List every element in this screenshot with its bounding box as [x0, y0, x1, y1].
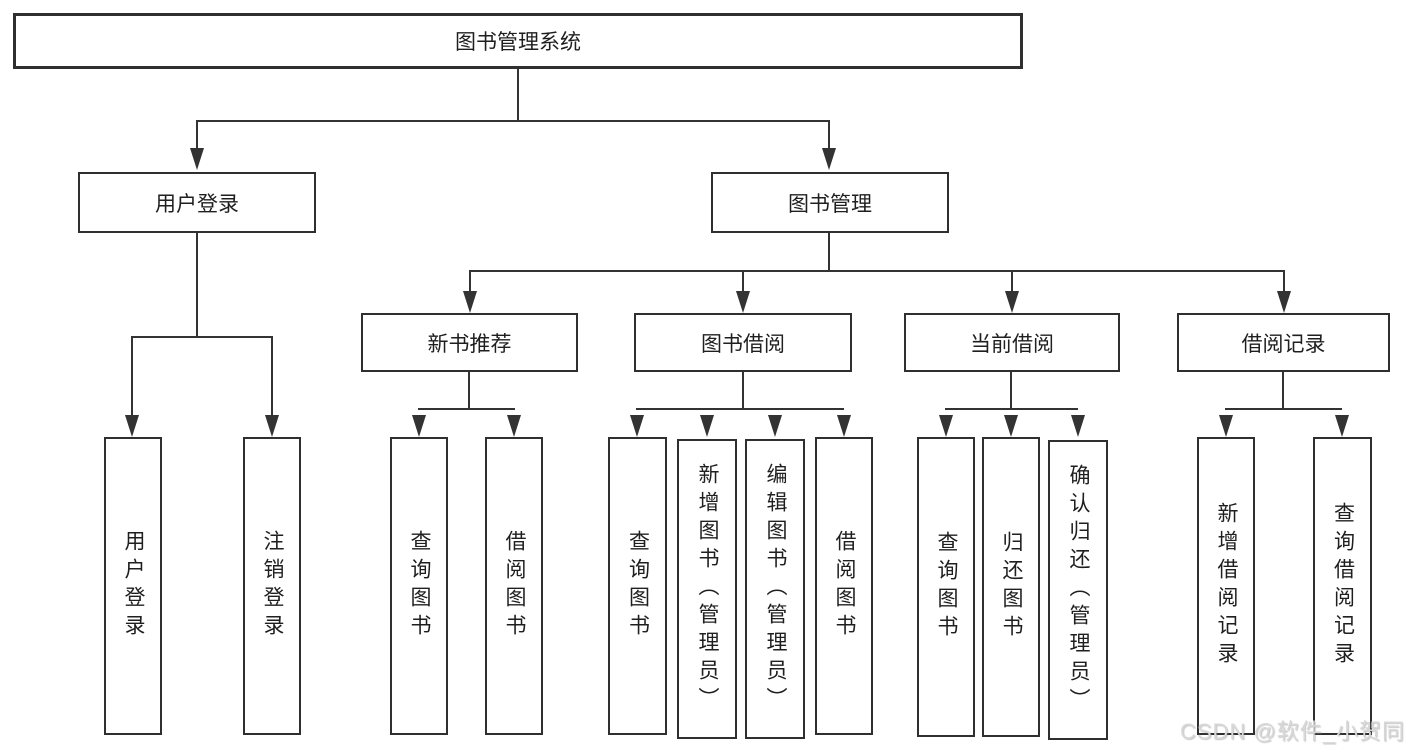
connector-root-stub — [517, 69, 519, 121]
leaf-borrow-borrow-books: 借阅图书 — [815, 437, 873, 735]
connector-borrow-rail — [636, 408, 844, 410]
leaf-recommend-query-books-label: 查询图书 — [408, 530, 431, 642]
arrowhead-login-leaf1 — [125, 415, 139, 437]
connector-stem-user-login — [196, 120, 198, 150]
leaf-add-borrow-record: 新增借阅记录 — [1197, 437, 1255, 735]
node-borrow-records: 借阅记录 — [1177, 313, 1390, 372]
arrowhead-book-management — [822, 148, 836, 170]
leaf-recommend-query-books: 查询图书 — [390, 437, 448, 735]
arrowhead-borrow-records — [1277, 291, 1291, 313]
leaf-user-login: 用户登录 — [104, 437, 162, 735]
arrowhead-borrow-leaf2 — [700, 415, 714, 437]
leaf-recommend-borrow-books-label: 借阅图书 — [503, 530, 526, 642]
connector-stem-new-book — [469, 270, 471, 292]
arrowhead-records-leaf2 — [1335, 415, 1349, 437]
leaf-borrow-query-books: 查询图书 — [608, 437, 667, 735]
node-new-book-recommend-label: 新书推荐 — [427, 332, 512, 356]
node-book-management: 图书管理 — [711, 172, 949, 233]
connector-current-stub — [1010, 372, 1012, 409]
connector-current-rail — [945, 408, 1078, 410]
node-book-borrow-label: 图书借阅 — [701, 332, 785, 356]
connector-stem-book-borrow — [742, 270, 744, 292]
connector-recommend-stub — [468, 372, 470, 409]
connector-stem-login-leaf2 — [271, 336, 273, 416]
leaf-borrow-query-books-label: 查询图书 — [626, 530, 650, 642]
arrowhead-current-leaf3 — [1071, 415, 1085, 437]
arrowhead-login-leaf2 — [265, 415, 279, 437]
leaf-borrow-borrow-books-label: 借阅图书 — [833, 530, 856, 642]
connector-borrow-stub — [742, 372, 744, 409]
node-borrow-records-label: 借阅记录 — [1241, 332, 1326, 356]
arrowhead-book-borrow — [736, 291, 750, 313]
watermark-text: CSDN @软件_小贺同学 — [1180, 719, 1405, 744]
arrowhead-records-leaf1 — [1219, 415, 1233, 437]
leaf-add-book-admin: 新增图书（管理员） — [677, 439, 737, 739]
leaf-edit-book-admin: 编辑图书（管理员） — [745, 439, 805, 739]
leaf-confirm-return-admin: 确认归还（管理员） — [1048, 440, 1108, 740]
leaf-current-query-books: 查询图书 — [917, 437, 975, 737]
arrowhead-user-login — [190, 148, 204, 170]
connector-stem-borrow-records — [1283, 270, 1285, 292]
node-root: 图书管理系统 — [13, 13, 1023, 69]
connector-records-stub — [1282, 372, 1284, 409]
connector-login-rail — [131, 336, 273, 338]
connector-login-stub — [196, 233, 198, 337]
arrowhead-borrow-leaf1 — [630, 415, 644, 437]
arrowhead-borrow-leaf3 — [768, 415, 782, 437]
leaf-edit-book-admin-label: 编辑图书（管理员） — [764, 463, 787, 715]
leaf-query-borrow-record: 查询借阅记录 — [1313, 437, 1372, 735]
connector-recommend-rail — [418, 408, 515, 410]
node-book-management-label: 图书管理 — [788, 192, 872, 216]
connector-stem-login-leaf1 — [131, 336, 133, 416]
node-root-label: 图书管理系统 — [455, 31, 581, 54]
connector-level3-rail — [469, 270, 1285, 272]
leaf-user-login-label: 用户登录 — [122, 530, 145, 642]
node-book-borrow: 图书借阅 — [634, 313, 852, 372]
leaf-logout: 注销登录 — [243, 437, 301, 735]
arrowhead-recommend-leaf1 — [412, 415, 426, 437]
leaf-logout-label: 注销登录 — [261, 530, 284, 642]
connector-level2-rail — [196, 120, 830, 122]
leaf-add-borrow-record-label: 新增借阅记录 — [1215, 502, 1238, 670]
leaf-return-book: 归还图书 — [982, 437, 1040, 737]
node-new-book-recommend: 新书推荐 — [361, 313, 578, 372]
arrowhead-borrow-leaf4 — [837, 415, 851, 437]
arrowhead-recommend-leaf2 — [507, 415, 521, 437]
node-user-login-label: 用户登录 — [155, 192, 239, 216]
leaf-recommend-borrow-books: 借阅图书 — [485, 437, 543, 735]
arrowhead-current-leaf1 — [939, 415, 953, 437]
connector-mgmt-stub — [828, 233, 830, 271]
connector-stem-book-management — [828, 120, 830, 150]
leaf-add-book-admin-label: 新增图书（管理员） — [696, 463, 719, 715]
arrowhead-current-leaf2 — [1004, 415, 1018, 437]
node-current-borrow: 当前借阅 — [904, 313, 1120, 372]
arrowhead-new-book — [463, 291, 477, 313]
node-current-borrow-label: 当前借阅 — [970, 332, 1054, 356]
arrowhead-current-borrow — [1005, 291, 1019, 313]
node-user-login: 用户登录 — [78, 172, 316, 233]
connector-stem-current-borrow — [1011, 270, 1013, 292]
leaf-return-book-label: 归还图书 — [1000, 531, 1023, 643]
leaf-confirm-return-admin-label: 确认归还（管理员） — [1067, 464, 1090, 716]
connector-records-rail — [1225, 408, 1342, 410]
leaf-query-borrow-record-label: 查询借阅记录 — [1331, 502, 1355, 670]
leaf-current-query-books-label: 查询图书 — [935, 531, 958, 643]
